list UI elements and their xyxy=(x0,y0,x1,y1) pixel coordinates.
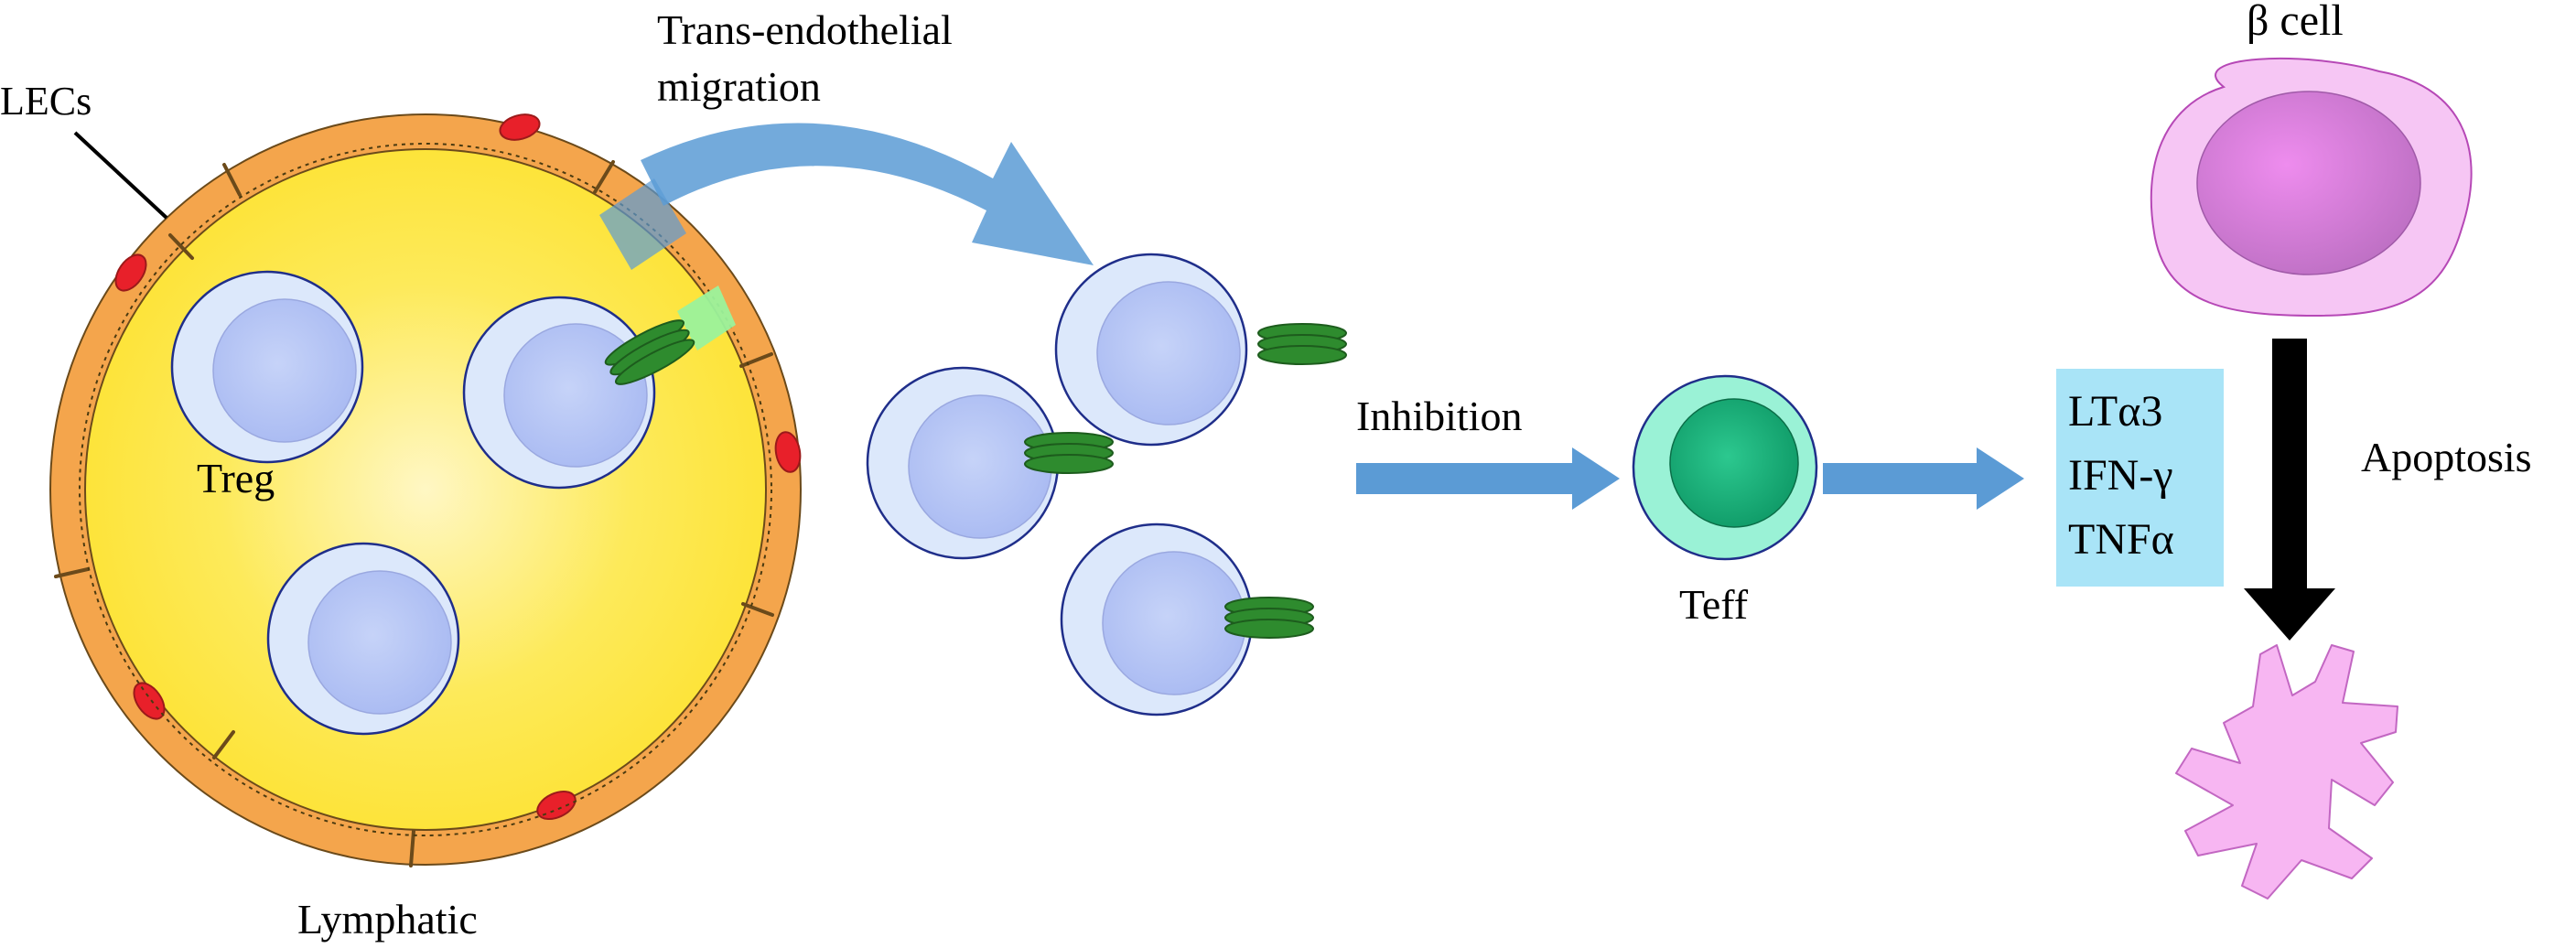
treg-label: Treg xyxy=(197,455,275,501)
lecs-label: LECs xyxy=(0,79,92,124)
beta-cell-label: β cell xyxy=(2247,0,2344,45)
migration-arrow xyxy=(599,123,1094,270)
endothelial-nuclei xyxy=(114,113,802,821)
lymphatic-label: Lymphatic xyxy=(297,896,478,943)
receptor-icon xyxy=(1024,432,1114,474)
cytokine-box xyxy=(2056,369,2224,587)
receptor-icon xyxy=(604,319,695,385)
cytokine-label: LTα3 xyxy=(2068,387,2162,436)
migration-arrow-base xyxy=(599,178,686,270)
endothelial-nucleus xyxy=(133,682,166,720)
cytokine-label: TNFα xyxy=(2068,515,2174,564)
migration-label-line2: migration xyxy=(657,63,821,110)
receptor-icon xyxy=(1257,323,1347,365)
cytokine-release-arrow xyxy=(1823,447,2024,510)
basement-membrane xyxy=(79,143,772,836)
endothelial-nucleus xyxy=(536,790,577,821)
migration-port xyxy=(677,285,736,350)
beta-cell-nucleus xyxy=(2196,91,2421,275)
apoptotic-beta-cell xyxy=(2175,644,2398,900)
treg-cell xyxy=(866,366,1114,560)
apoptosis-arrow xyxy=(2244,339,2335,641)
treg-cell xyxy=(462,296,656,490)
treg-cell xyxy=(266,542,460,736)
apoptosis-label: Apoptosis xyxy=(2361,434,2532,480)
endothelial-junctions xyxy=(54,160,774,867)
lecs-pointer xyxy=(73,131,168,220)
cytokine-label: IFN-γ xyxy=(2068,451,2173,500)
lymphatic-vessel xyxy=(49,113,802,867)
treg-cell xyxy=(1060,522,1314,716)
endothelial-nucleus xyxy=(774,431,802,473)
endothelial-nucleus xyxy=(499,113,541,141)
treg-cell xyxy=(170,270,364,464)
beta-cell xyxy=(2150,57,2473,318)
teff-label: Teff xyxy=(1679,581,1749,628)
endothelial-nucleus xyxy=(114,253,147,292)
receptor-icon xyxy=(1224,597,1314,639)
treg-cell xyxy=(1054,253,1347,447)
inhibition-arrow xyxy=(1356,447,1620,510)
migration-label-line1: Trans-endothelial xyxy=(657,6,953,53)
teff-cell xyxy=(1632,374,1818,561)
inhibition-label: Inhibition xyxy=(1356,393,1522,439)
